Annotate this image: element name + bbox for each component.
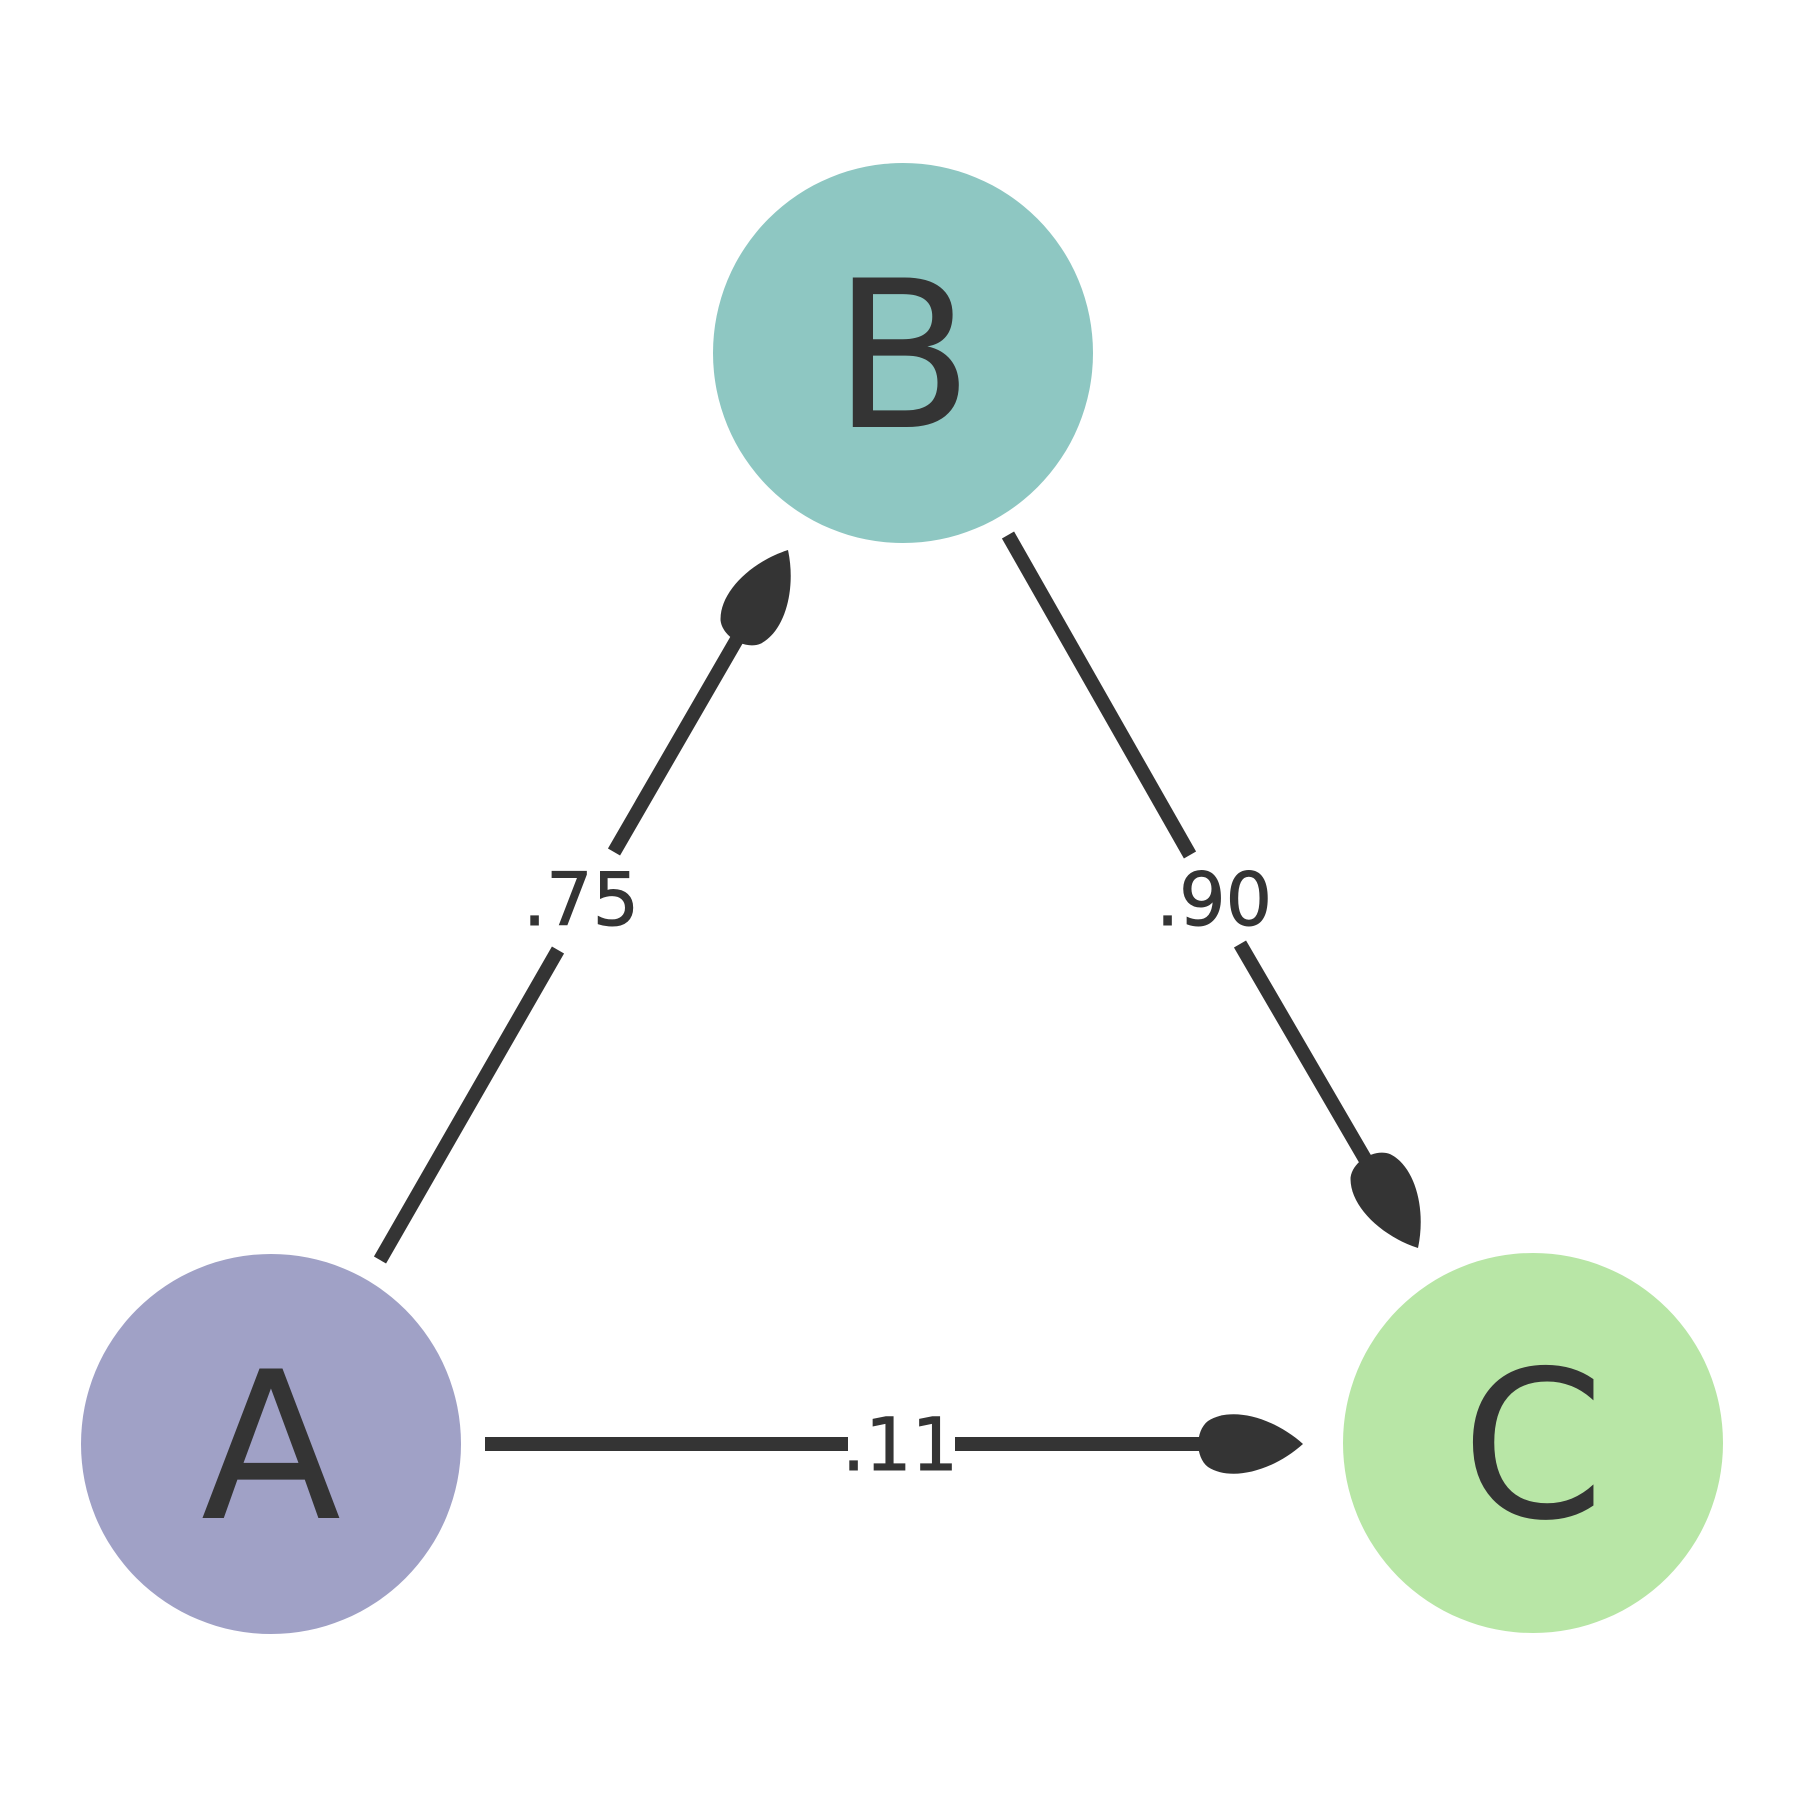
node-b-label: B [833, 238, 974, 476]
node-a-circle [81, 1254, 461, 1634]
edge-b-c-label: .90 [1156, 858, 1272, 943]
edge-a-b-label: .75 [523, 858, 639, 943]
edge-b-c-line-segment [1001, 531, 1197, 859]
edge-b-c: .90 [1001, 531, 1444, 1263]
edge-a-b-line-segment [373, 946, 565, 1264]
node-c-circle [1343, 1253, 1723, 1633]
node-a: A [81, 1254, 461, 1634]
edge-a-b: .75 [373, 535, 814, 1264]
edge-a-c-label: .11 [842, 1403, 958, 1488]
node-b-circle [713, 163, 1093, 543]
edge-b-c-line-segment [1233, 940, 1375, 1168]
node-b: B [713, 163, 1093, 543]
edge-a-b-line-segment [607, 630, 747, 856]
node-c: C [1343, 1253, 1723, 1633]
node-c-label: C [1461, 1328, 1604, 1566]
node-a-label: A [201, 1329, 341, 1567]
edge-a-c: .11 [485, 1403, 1303, 1489]
